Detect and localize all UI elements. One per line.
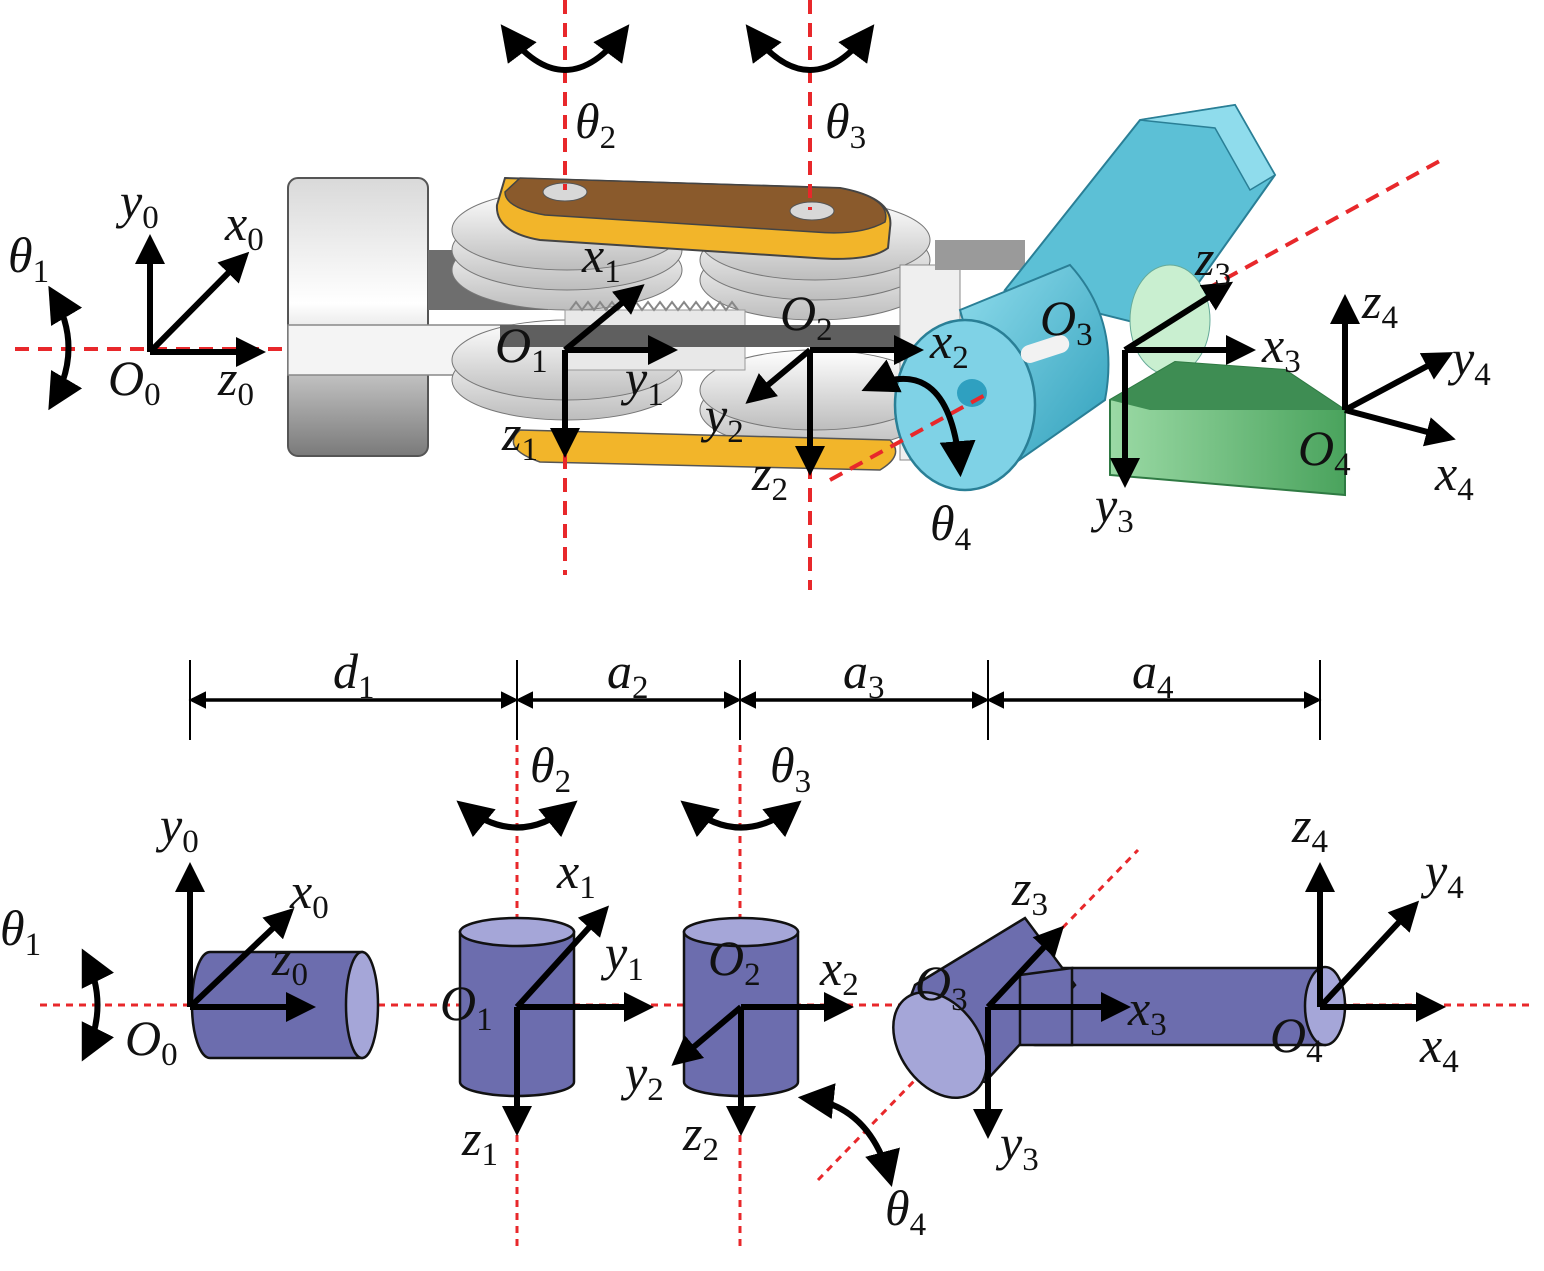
bottom-frame4-axes bbox=[1305, 862, 1446, 1022]
bottom-O4-label: O4 bbox=[1270, 1007, 1323, 1070]
dim-a2-label: a2 bbox=[607, 643, 649, 706]
top-z2-label: z2 bbox=[751, 445, 788, 508]
dimension-lines bbox=[188, 660, 1322, 740]
bottom-O2-label: O2 bbox=[708, 930, 761, 993]
bottom-x2-label: x2 bbox=[819, 940, 859, 1003]
bottom-theta3-label: θ3 bbox=[770, 737, 811, 800]
top-O1-label: O1 bbox=[495, 317, 548, 380]
joint4-axis-line-schematic bbox=[816, 848, 1140, 1182]
top-O3-label: O3 bbox=[1040, 290, 1093, 353]
bottom-x1-label: x1 bbox=[556, 843, 596, 906]
theta1-rotation-arrow bbox=[48, 285, 83, 411]
theta3-rotation-arrow bbox=[745, 24, 875, 73]
dim-d1-label: d1 bbox=[333, 643, 375, 706]
bottom-x4-label: x4 bbox=[1419, 1017, 1459, 1080]
bottom-frame0-axes bbox=[175, 862, 316, 1022]
top-z0-label: z0 bbox=[217, 350, 254, 413]
bottom-frame3-axes bbox=[973, 925, 1131, 1139]
top-O4-label: O4 bbox=[1298, 420, 1351, 483]
bottom-theta4-label: θ4 bbox=[885, 1180, 926, 1243]
bottom-theta1-label: θ1 bbox=[0, 900, 41, 963]
bottom-z1-label: z1 bbox=[461, 1110, 498, 1173]
bottom-theta2-rotation-arrow bbox=[456, 800, 578, 838]
top-frame2-axes bbox=[745, 335, 924, 476]
top-frame3-axes bbox=[1110, 281, 1256, 488]
bottom-y4-label: y4 bbox=[1420, 843, 1464, 906]
bottom-theta3-rotation-arrow bbox=[680, 800, 802, 838]
top-y0-label: y0 bbox=[115, 173, 159, 236]
top-y2-label: y2 bbox=[700, 387, 744, 450]
bottom-schematic-view: d1 a2 a3 a4 bbox=[0, 643, 1530, 1250]
bottom-y0-label: y0 bbox=[155, 797, 199, 860]
top-z4-label: z4 bbox=[1361, 273, 1398, 336]
bottom-frame2-axes bbox=[671, 992, 854, 1136]
top-x3-label: x3 bbox=[1261, 317, 1301, 380]
bottom-x0-label: x0 bbox=[289, 863, 329, 926]
bottom-x3-label: x3 bbox=[1127, 980, 1167, 1043]
top-theta4-label: θ4 bbox=[930, 495, 971, 558]
bottom-y3-label: y3 bbox=[995, 1115, 1039, 1178]
top-theta2-label: θ2 bbox=[575, 93, 616, 156]
top-x2-label: x2 bbox=[929, 313, 969, 376]
top-frame4-axes bbox=[1330, 294, 1456, 447]
bottom-z0-label: z0 bbox=[271, 930, 308, 993]
top-frame1-axes bbox=[550, 284, 678, 458]
top-x4-label: x4 bbox=[1434, 445, 1474, 508]
bottom-O3-label: O3 bbox=[915, 955, 968, 1018]
top-z1-label: z1 bbox=[501, 405, 538, 468]
top-y4-label: y4 bbox=[1447, 330, 1491, 393]
top-z3-label: z3 bbox=[1194, 230, 1231, 293]
top-theta3-label: θ3 bbox=[825, 93, 866, 156]
top-link-plate bbox=[495, 176, 892, 260]
dim-a4-label: a4 bbox=[1132, 643, 1174, 706]
bottom-O1-label: O1 bbox=[440, 975, 493, 1038]
top-y3-label: y3 bbox=[1090, 477, 1134, 540]
bottom-z4-label: z4 bbox=[1291, 797, 1328, 860]
top-theta1-label: θ1 bbox=[8, 227, 49, 290]
top-frame0-axes bbox=[135, 234, 266, 367]
bottom-y1-label: y1 bbox=[600, 925, 644, 988]
theta2-rotation-arrow bbox=[500, 24, 630, 73]
top-y1-label: y1 bbox=[620, 350, 664, 413]
top-3d-view: θ1 θ2 θ3 θ4 y0 x0 z0 O0 x1 O1 y1 z1 O2 x… bbox=[8, 0, 1491, 590]
bottom-frame1-axes bbox=[502, 905, 654, 1136]
bottom-theta4-rotation-arrow bbox=[797, 1083, 900, 1187]
bottom-z2-label: z2 bbox=[682, 1105, 719, 1168]
bottom-theta1-rotation-arrow bbox=[81, 948, 114, 1062]
top-x1-label: x1 bbox=[581, 227, 621, 290]
bottom-theta2-label: θ2 bbox=[530, 737, 571, 800]
theta4-rotation-arrow bbox=[861, 359, 976, 478]
bottom-O0-label: O0 bbox=[125, 1010, 178, 1073]
bottom-y2-label: y2 bbox=[620, 1045, 664, 1108]
top-O0-label: O0 bbox=[108, 350, 161, 413]
top-x0-label: x0 bbox=[224, 195, 264, 258]
dim-a3-label: a3 bbox=[843, 643, 885, 706]
bottom-z3-label: z3 bbox=[1011, 860, 1048, 923]
top-O2-label: O2 bbox=[780, 285, 833, 348]
